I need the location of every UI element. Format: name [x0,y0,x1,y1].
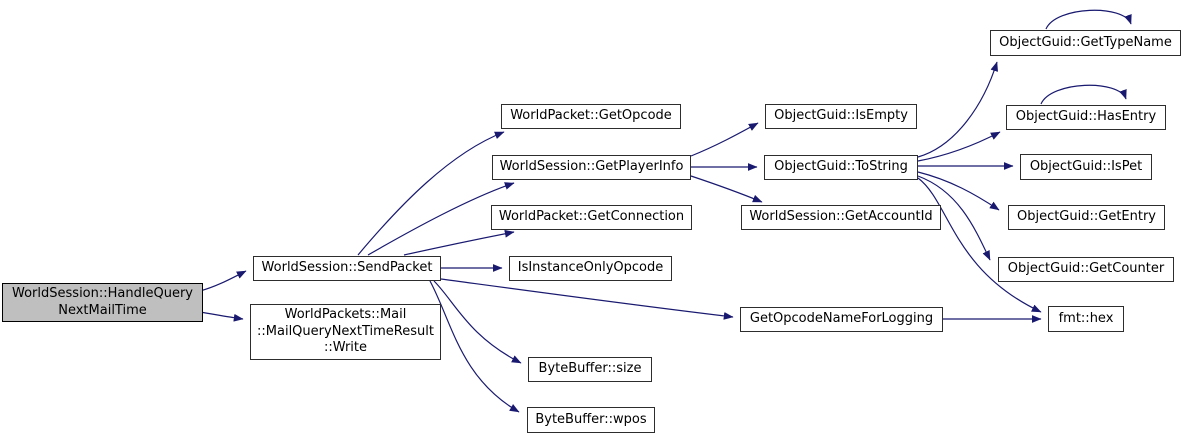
node-bytebuffer-size[interactable]: ByteBuffer::size [528,357,652,382]
edge-has-entry-self-loop [1040,84,1127,105]
edge-handle-query-to-send-packet [199,270,247,292]
edge-to-string-to-get-entry [917,171,1000,211]
edge-send-packet-to-bytebuffer-size [433,280,522,364]
node-handle-query-next-mail-time: WorldSession::HandleQuery NextMailTime [2,283,203,322]
node-is-empty[interactable]: ObjectGuid::IsEmpty [765,104,917,129]
node-send-packet[interactable]: WorldSession::SendPacket [253,256,441,281]
edge-send-packet-to-bytebuffer-wpos [429,280,520,413]
node-get-opcode-name-for-logging[interactable]: GetOpcodeNameForLogging [740,307,943,332]
node-get-connection[interactable]: WorldPacket::GetConnection [491,205,692,230]
edge-send-packet-to-get-player-info [367,182,515,256]
node-has-entry[interactable]: ObjectGuid::HasEntry [1006,105,1166,130]
edge-to-string-to-has-entry [917,131,1001,162]
edge-send-packet-to-get-connection [403,229,515,256]
node-mail-query-next-time-result-write[interactable]: WorldPackets::Mail ::MailQueryNextTimeRe… [250,304,441,360]
node-is-instance-only-opcode[interactable]: IsInstanceOnlyOpcode [509,256,672,281]
node-get-player-info[interactable]: WorldSession::GetPlayerInfo [492,155,691,180]
edge-to-string-to-get-type-name [917,61,998,158]
node-is-pet[interactable]: ObjectGuid::IsPet [1020,154,1152,180]
node-get-counter[interactable]: ObjectGuid::GetCounter [998,257,1174,282]
node-get-account-id[interactable]: WorldSession::GetAccountId [741,205,941,230]
edge-send-packet-to-get-opcode [357,131,505,256]
edge-handle-query-to-mail-write [199,311,244,322]
edge-send-packet-to-get-opcode-name-for-logging [440,278,734,320]
node-get-type-name[interactable]: ObjectGuid::GetTypeName [990,30,1181,56]
edge-to-string-to-fmt-hex [917,177,1042,313]
node-to-string[interactable]: ObjectGuid::ToString [764,155,918,180]
node-bytebuffer-wpos[interactable]: ByteBuffer::wpos [527,407,655,433]
edge-get-player-info-to-get-account-id [690,175,763,203]
node-fmt-hex[interactable]: fmt::hex [1048,306,1124,332]
node-get-entry[interactable]: ObjectGuid::GetEntry [1008,205,1165,230]
edge-get-type-name-self-loop [1045,9,1132,30]
node-get-opcode[interactable]: WorldPacket::GetOpcode [501,104,681,129]
edge-to-string-to-get-counter [917,175,991,261]
edge-get-player-info-to-is-empty [690,122,759,157]
